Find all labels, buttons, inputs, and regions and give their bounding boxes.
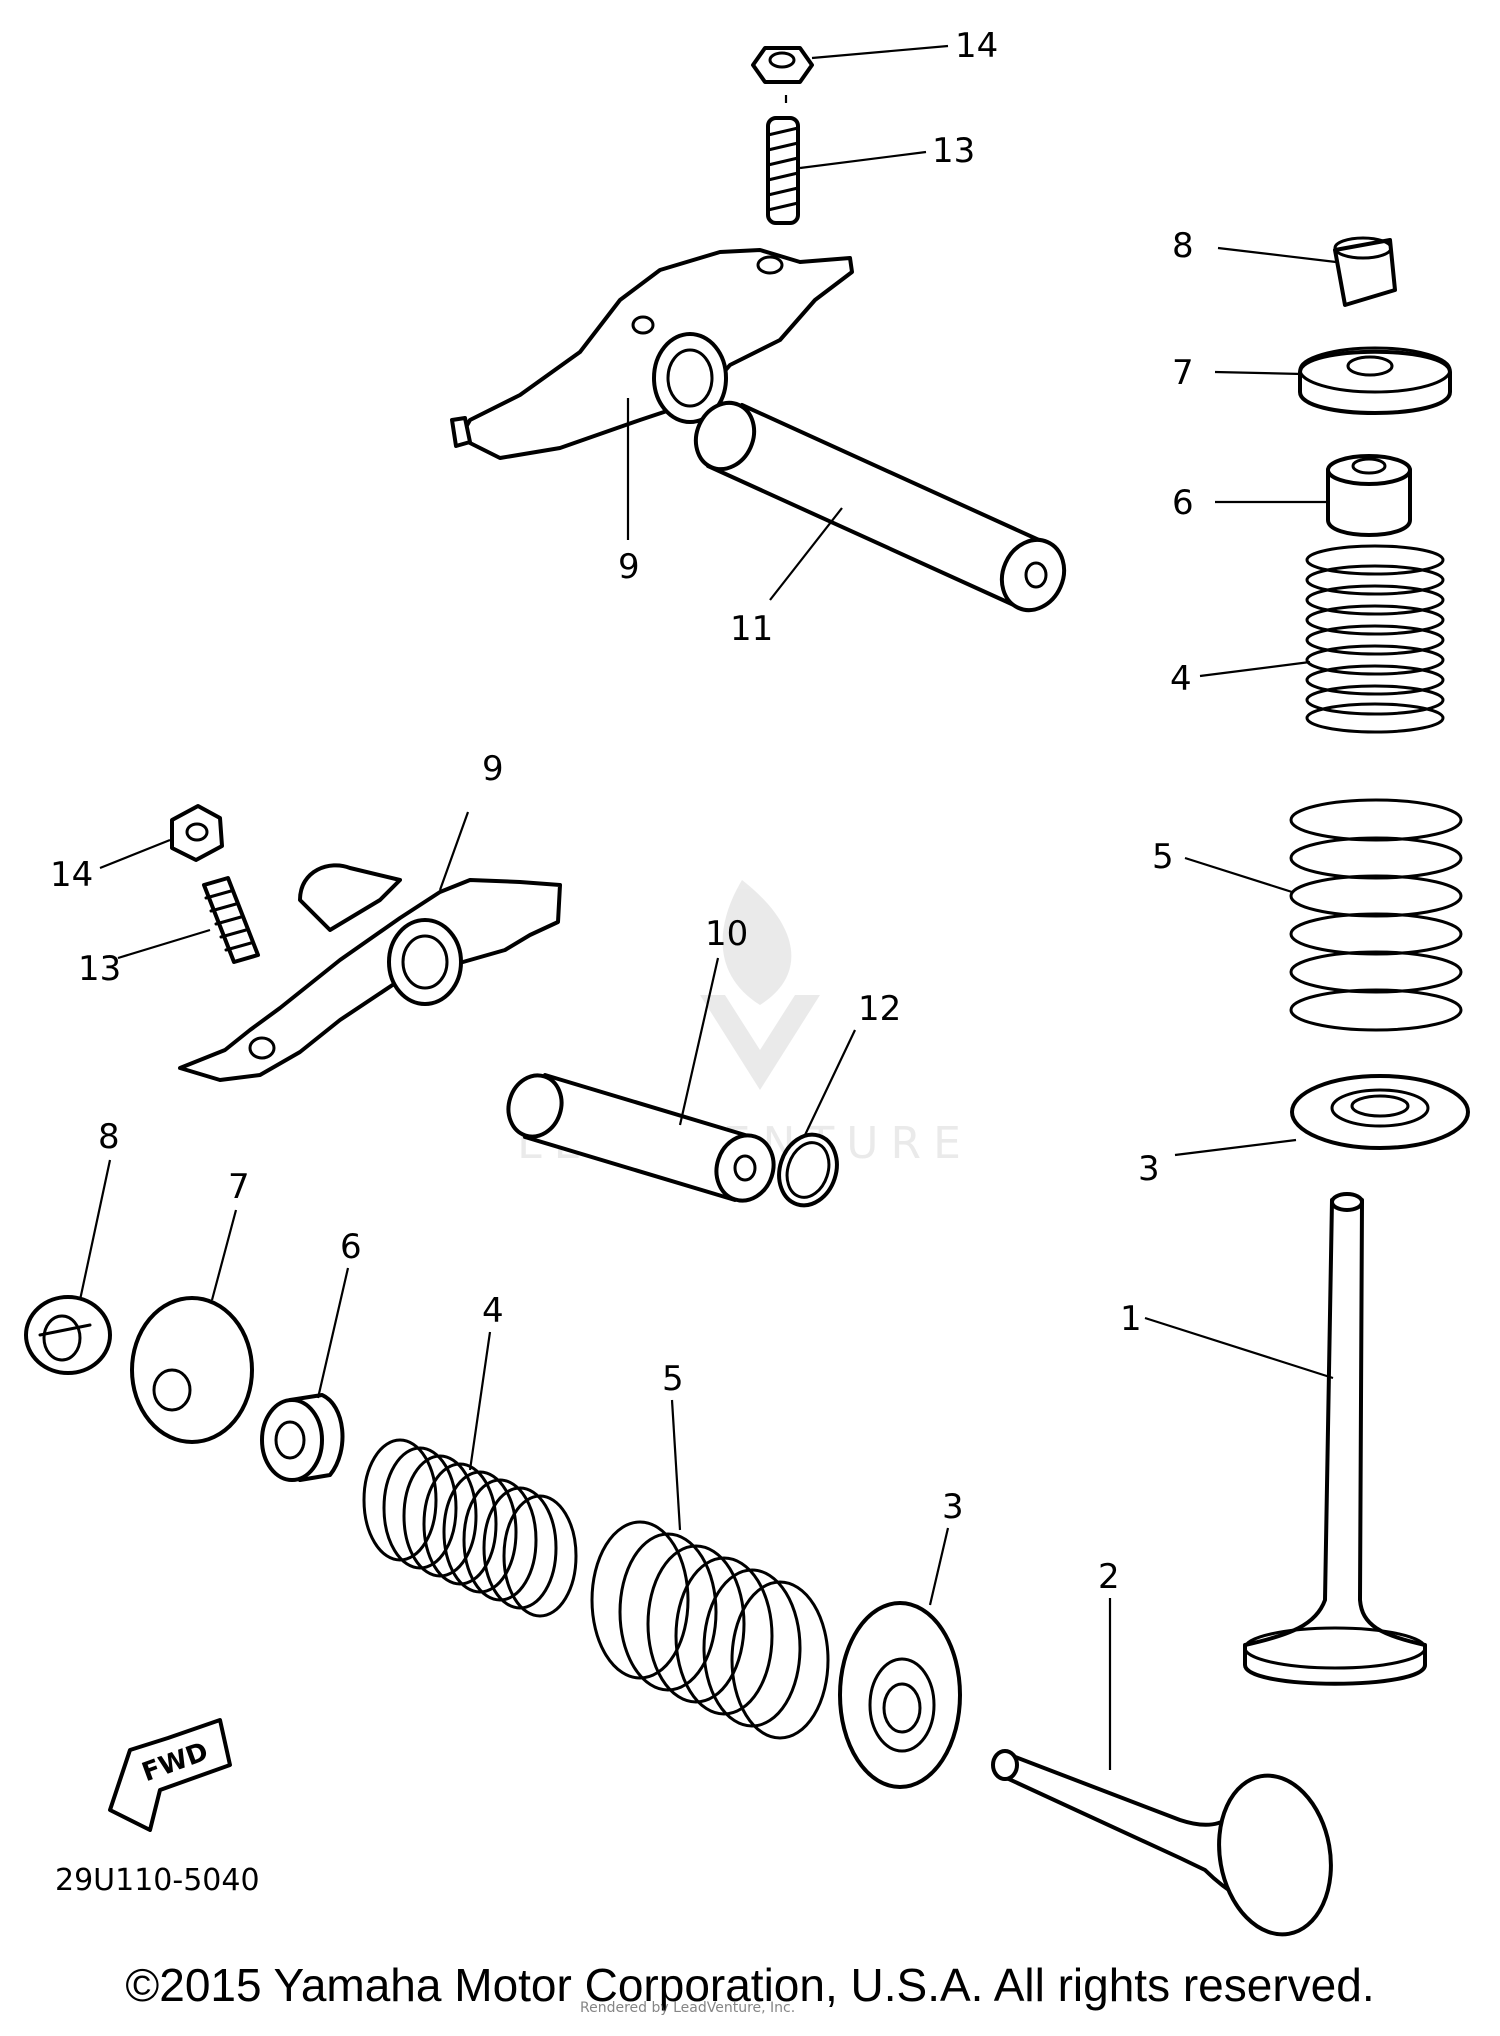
- callout-labels: 14 13 9 11 8 7 6 4 5 9 14 13 10 12 3 1 8…: [50, 26, 1194, 1597]
- rocker-arm-upper: [450, 248, 854, 460]
- spring-retainer-lower: [130, 1296, 254, 1444]
- callout-6-upper: 6: [1172, 483, 1194, 523]
- callout-14-upper: 14: [955, 26, 998, 66]
- rocker-arm-lower: [178, 863, 562, 1082]
- callout-5-lower: 5: [662, 1359, 684, 1399]
- callout-11: 11: [730, 609, 773, 649]
- callout-9-lower: 9: [482, 749, 504, 789]
- adjusting-screw-lower: [202, 876, 260, 964]
- callout-8-upper: 8: [1172, 226, 1194, 266]
- valve-cotter-upper: [1333, 236, 1397, 307]
- callout-13-upper: 13: [932, 131, 975, 171]
- nut-upper: [751, 46, 814, 84]
- valve-stem-seal-upper: [1326, 454, 1412, 537]
- leader-lines: [78, 44, 1337, 1770]
- callout-5-upper: 5: [1152, 837, 1174, 877]
- callout-6-lower: 6: [340, 1227, 362, 1267]
- render-note: Rendered by LeadVenture, Inc.: [580, 2000, 796, 2016]
- adjusting-screw-upper: [766, 116, 800, 225]
- callout-1: 1: [1120, 1299, 1142, 1339]
- rocker-shaft-lower: [506, 1073, 776, 1203]
- part-code: 29U110-5040: [55, 1863, 260, 1898]
- callout-4-lower: 4: [482, 1291, 504, 1331]
- exhaust-valve: [991, 1749, 1333, 1937]
- callout-9-upper: 9: [618, 547, 640, 587]
- intake-valve: [1243, 1192, 1427, 1686]
- valve-cotter-lower: [24, 1295, 112, 1375]
- inner-valve-spring-lower: [362, 1438, 578, 1618]
- inner-valve-spring-upper: [1305, 544, 1445, 734]
- o-ring: [777, 1132, 839, 1208]
- callout-12: 12: [858, 989, 901, 1029]
- callout-7-upper: 7: [1172, 353, 1194, 393]
- callout-13-lower: 13: [78, 949, 121, 989]
- rocker-shaft-upper: [693, 400, 1067, 613]
- outer-valve-spring-upper: [1289, 798, 1463, 1032]
- nut-lower: [170, 804, 224, 862]
- outer-valve-spring-lower: [590, 1520, 830, 1740]
- leadventure-logo-flame: [722, 880, 792, 1005]
- copyright-notice: ©2015 Yamaha Motor Corporation, U.S.A. A…: [125, 1959, 1375, 2011]
- leadventure-logo-v: [700, 995, 820, 1090]
- callout-10: 10: [705, 914, 748, 954]
- spring-seat-lower: [838, 1601, 962, 1789]
- fwd-arrow-icon: FWD: [108, 1718, 232, 1832]
- spring-retainer-upper: [1298, 346, 1452, 415]
- callout-7-lower: 7: [228, 1167, 250, 1207]
- callout-14-lower: 14: [50, 855, 93, 895]
- callout-2: 2: [1098, 1557, 1120, 1597]
- callout-8-lower: 8: [98, 1117, 120, 1157]
- callout-3-lower: 3: [942, 1487, 964, 1527]
- callout-4-upper: 4: [1170, 659, 1192, 699]
- spring-seat-upper: [1290, 1074, 1470, 1150]
- valve-stem-seal-lower: [260, 1393, 345, 1482]
- callout-3-upper: 3: [1138, 1149, 1160, 1189]
